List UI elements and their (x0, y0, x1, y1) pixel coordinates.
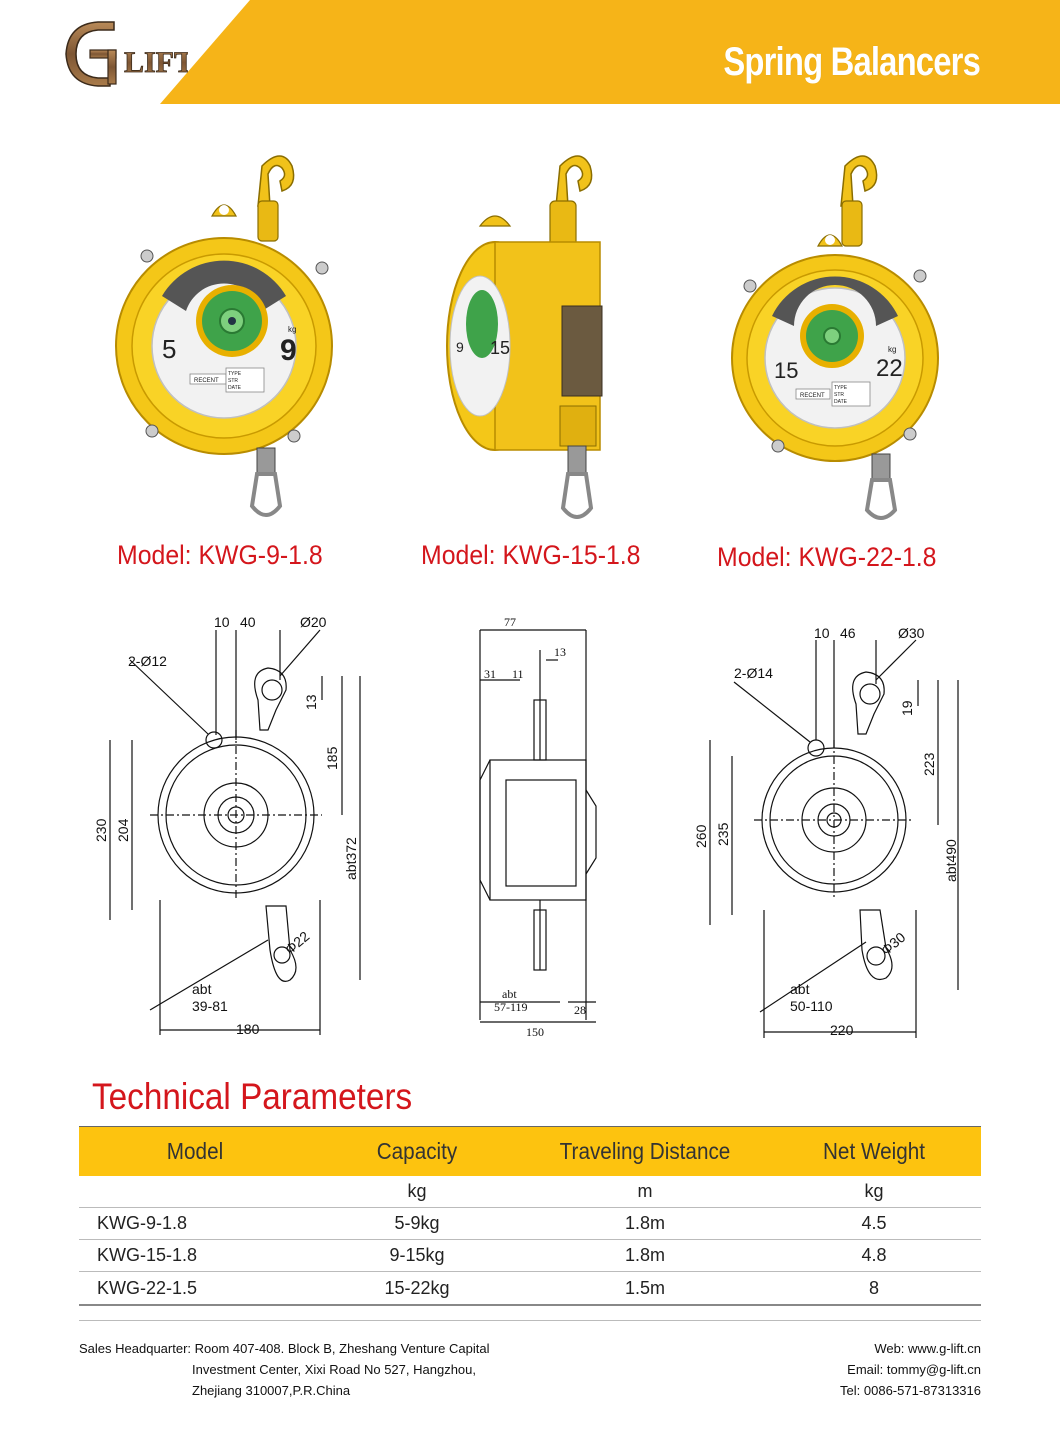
header-band (0, 0, 1060, 104)
svg-text:RECENT: RECENT (800, 393, 825, 399)
dial-max: 9 (280, 334, 297, 367)
svg-text:Φ30: Φ30 (878, 929, 909, 959)
technical-parameters-title: Technical Parameters (92, 1076, 413, 1117)
svg-text:50-110: 50-110 (790, 998, 833, 1014)
dial-min: 15 (774, 358, 798, 383)
dial-unit: kg (288, 325, 296, 334)
dial-unit: kg (888, 345, 896, 354)
svg-text:TYPE: TYPE (834, 385, 848, 391)
svg-text:180: 180 (236, 1021, 260, 1037)
footer-divider (79, 1320, 981, 1321)
technical-drawing-kwg-22: 10 46 Ø30 2-Ø14 19 223 abt490 260 235 Φ3… (690, 620, 980, 1050)
svg-text:223: 223 (921, 752, 937, 776)
svg-text:31: 31 (484, 667, 496, 681)
web-link[interactable]: Web: www.g-lift.cn (874, 1341, 981, 1356)
logo-text: LIFT (124, 46, 188, 79)
label-recent: RECENT (194, 378, 219, 384)
svg-text:150: 150 (526, 1025, 544, 1039)
header: LIFT Spring Balancers (0, 0, 1060, 104)
svg-text:230: 230 (93, 818, 109, 842)
parameters-table: Model Capacity Traveling Distance Net We… (79, 1126, 981, 1306)
header-net-weight: Net Weight (822, 1138, 926, 1164)
address-line-1: Room 407-408. Block B, Zheshang Venture … (194, 1341, 490, 1356)
svg-text:STR: STR (228, 378, 238, 384)
svg-text:STR: STR (834, 392, 844, 398)
svg-text:46: 46 (840, 625, 856, 641)
product-image-kwg-15: 15 9 (440, 146, 620, 526)
table-bottom-rule (79, 1304, 981, 1306)
dial-min: 9 (456, 339, 464, 355)
svg-text:13: 13 (554, 645, 566, 659)
table-row: KWG-15-1.8 9-15kg 1.8m 4.8 (79, 1240, 981, 1272)
footer-address: Sales Headquarter: Room 407-408. Block B… (79, 1338, 489, 1401)
svg-text:abt: abt (790, 981, 810, 997)
email-link[interactable]: Email: tommy@g-lift.cn (847, 1362, 981, 1377)
svg-text:40: 40 (240, 614, 256, 630)
svg-text:235: 235 (715, 822, 731, 846)
page-title: Spring Balancers (723, 40, 980, 84)
svg-text:abt490: abt490 (943, 839, 959, 882)
model-label-kwg-9: Model: KWG-9-1.8 (117, 540, 323, 570)
table-row: KWG-22-1.5 15-22kg 1.5m 8 (97, 1277, 879, 1298)
svg-text:39-81: 39-81 (192, 998, 228, 1014)
svg-text:77: 77 (504, 615, 516, 629)
svg-text:13: 13 (303, 694, 319, 710)
svg-text:DATE: DATE (834, 399, 848, 405)
svg-text:Ø20: Ø20 (300, 614, 327, 630)
svg-text:204: 204 (115, 818, 131, 842)
product-image-kwg-9: 5 9 kg RECENT TYPE STR DATE (112, 146, 342, 526)
svg-text:19: 19 (899, 700, 915, 716)
svg-text:Ø30: Ø30 (898, 625, 925, 641)
svg-text:28: 28 (574, 1003, 586, 1017)
address-line-3: Zhejiang 310007,P.R.China (192, 1383, 351, 1398)
svg-text:2-Ø12: 2-Ø12 (128, 653, 167, 669)
product-image-kwg-22: 15 22 kg RECENT TYPE STR DATE (730, 146, 960, 526)
svg-text:Φ22: Φ22 (282, 928, 313, 958)
technical-drawing-kwg-9: 10 40 Ø20 2-Ø12 13 185 abt372 230 204 Φ2… (90, 610, 390, 1050)
dial-min: 5 (162, 334, 176, 364)
model-label-kwg-15: Model: KWG-15-1.8 (421, 540, 641, 570)
svg-text:260: 260 (693, 824, 709, 848)
header-traveling-distance: Traveling Distance (559, 1138, 731, 1164)
dial-max: 15 (490, 338, 510, 358)
svg-text:11: 11 (512, 667, 524, 681)
svg-text:abt: abt (502, 987, 517, 1001)
header-model: Model (166, 1138, 224, 1164)
address-line-2: Investment Center, Xixi Road No 527, Han… (192, 1362, 476, 1377)
table-units-row: kg m kg (79, 1176, 981, 1208)
technical-drawing-kwg-15: 77 13 31 11 abt 57-119 28 150 (460, 610, 610, 1040)
company-logo: LIFT (65, 21, 188, 87)
model-label-kwg-22: Model: KWG-22-1.8 (717, 542, 937, 572)
svg-text:10: 10 (814, 625, 830, 641)
svg-text:57-119: 57-119 (494, 1000, 528, 1014)
tel-text: Tel: 0086-571-87313316 (840, 1383, 981, 1398)
table-row: KWG-9-1.8 5-9kg 1.8m 4.5 (79, 1208, 981, 1240)
svg-text:abt372: abt372 (343, 837, 359, 880)
svg-text:185: 185 (324, 746, 340, 770)
svg-text:2-Ø14: 2-Ø14 (734, 665, 773, 681)
footer-contact: Web: www.g-lift.cn Email: tommy@g-lift.c… (840, 1338, 981, 1401)
header-capacity: Capacity (376, 1138, 458, 1164)
dial-max: 22 (876, 355, 903, 382)
address-label: Sales Headquarter: (79, 1341, 192, 1356)
svg-text:220: 220 (830, 1022, 854, 1038)
svg-text:10: 10 (214, 614, 230, 630)
svg-text:abt: abt (192, 981, 212, 997)
svg-text:TYPE: TYPE (228, 371, 242, 377)
table-header-row: Model Capacity Traveling Distance Net We… (79, 1126, 981, 1176)
svg-text:DATE: DATE (228, 385, 242, 391)
